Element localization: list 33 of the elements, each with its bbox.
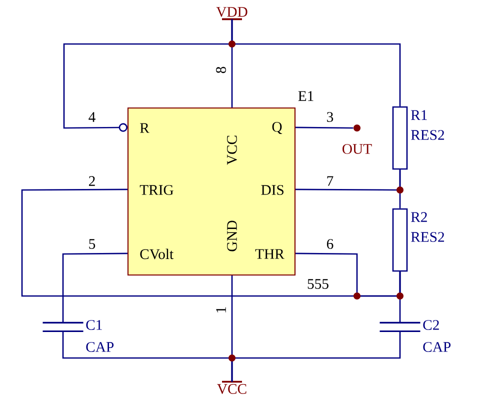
- pin-number: 2: [88, 176, 95, 186]
- pin-name: DIS: [261, 185, 284, 195]
- pin-name: VCC: [227, 136, 237, 165]
- pin-number: 3: [327, 112, 334, 122]
- component-value: CAP: [423, 342, 451, 352]
- wire: [231, 19, 401, 106]
- pin-name: GND: [227, 220, 237, 252]
- part-label: E1: [298, 91, 314, 101]
- wire: [296, 126, 354, 129]
- component-value: RES2: [411, 232, 444, 242]
- pin-name: THR: [255, 249, 284, 259]
- wire: [231, 331, 401, 382]
- pin-number: 1: [216, 307, 226, 312]
- pin-name: CVolt: [140, 248, 174, 260]
- pin-number: 8: [216, 66, 226, 74]
- terminal-label: OUT: [342, 144, 372, 154]
- wire: [399, 170, 401, 208]
- pin-name: R: [140, 123, 150, 133]
- pin-name: Q: [272, 122, 282, 134]
- pin-name: TRIG: [140, 185, 174, 195]
- pin-number: 4: [88, 112, 96, 122]
- component-label: C2: [423, 320, 439, 330]
- wire: [399, 272, 401, 323]
- pin-number: 6: [326, 239, 334, 249]
- pin-number: 7: [327, 176, 334, 186]
- pin-number: 5: [89, 239, 96, 249]
- component-label: R1: [411, 110, 427, 120]
- component-value: CAP: [86, 342, 114, 352]
- part-value: 555: [308, 279, 328, 289]
- component-label: R2: [411, 212, 427, 222]
- component-label: C1: [86, 320, 102, 330]
- component-value: RES2: [411, 130, 444, 140]
- wire: [62, 252, 128, 323]
